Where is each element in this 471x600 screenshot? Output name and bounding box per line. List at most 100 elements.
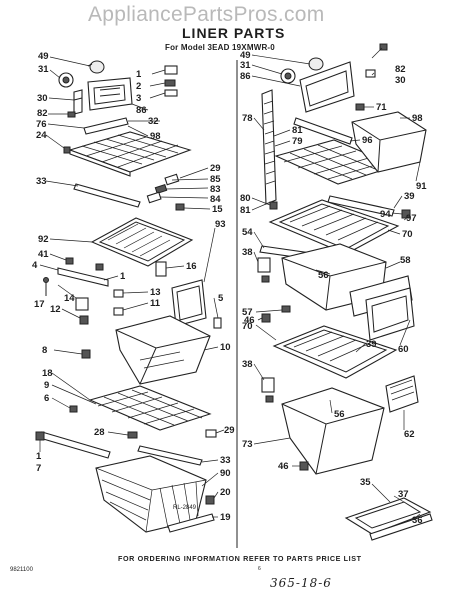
hinge-38b-part (261, 377, 275, 403)
callout-number: 16 (186, 261, 197, 272)
callout-number: 56 (334, 409, 345, 420)
clip-57-46-parts (261, 305, 291, 323)
crisper-pan-10-part (115, 315, 211, 385)
trim-33b-part (137, 445, 203, 466)
callout-number: 70 (402, 229, 413, 240)
callout-number: 80 (240, 193, 251, 204)
glide-28-29-parts (127, 429, 217, 439)
callout-number: 71 (376, 102, 387, 113)
vertical-shelf-rail-part (261, 89, 277, 205)
callout-number: 38 (242, 247, 253, 258)
callout-number: 81 (292, 125, 303, 136)
callout-number: 70 (242, 321, 253, 332)
callout-number: 39 (404, 191, 415, 202)
callout-number: 92 (38, 234, 49, 245)
callout-number: 9 (44, 380, 50, 391)
shelf-rail-part (69, 149, 131, 177)
support-16-part (155, 261, 167, 277)
callout-number: 85 (210, 174, 221, 185)
callout-number: 98 (412, 113, 423, 124)
callout-number: 24 (36, 130, 47, 141)
callout-number: 11 (150, 298, 161, 309)
crisper-cover-93-part (171, 279, 207, 327)
right-clips-part (355, 43, 388, 111)
thermostat-knob-part (164, 65, 178, 97)
callout-number: 60 (398, 344, 409, 355)
lower-glass-shelf-part (272, 325, 398, 379)
callout-number: 73 (242, 439, 253, 450)
watermark-text: AppliancePartsPros.com (88, 3, 325, 26)
callout-number: 78 (242, 113, 253, 124)
light-socket-part (58, 72, 74, 88)
clip-5-part (213, 317, 222, 329)
drawer-front-60-part (365, 287, 415, 341)
callout-number: 82 (395, 64, 406, 75)
diagram-title: LINER PARTS (182, 25, 286, 41)
illustration-reference: RL-2849 (173, 505, 197, 511)
callout-number: 1 (136, 69, 142, 80)
callout-number: 49 (38, 51, 49, 62)
small-mark: 6 (258, 566, 261, 572)
upper-wire-shelf-part (63, 131, 192, 173)
clip-82-part (67, 111, 76, 118)
lower-wire-shelf-part (88, 385, 212, 431)
callout-number: 17 (34, 299, 45, 310)
callout-number: 46 (244, 315, 255, 326)
bracket-96-part (293, 117, 353, 145)
callout-number: 31 (240, 60, 251, 71)
callout-number: 62 (404, 429, 415, 440)
callout-number: 56 (318, 270, 329, 281)
cover-panel-35-37-part (344, 497, 432, 535)
leader-lines (39, 47, 421, 521)
callout-number: 29 (224, 425, 235, 436)
callout-number: 28 (94, 427, 105, 438)
handwritten-note: 365-18-6 (270, 576, 332, 590)
callout-number: 33 (220, 455, 231, 466)
rail-bracket-part (57, 257, 109, 287)
callout-number: 12 (50, 304, 61, 315)
callout-number: 35 (360, 477, 371, 488)
callout-number: 79 (292, 136, 303, 147)
drawer-front-62-part (385, 375, 419, 413)
hinge-14-12-part (75, 297, 89, 325)
callout-number: 82 (37, 108, 48, 119)
callout-number: 30 (37, 93, 48, 104)
light-shield-part (73, 89, 83, 115)
right-light-bulb-part (308, 57, 324, 71)
callout-number: 18 (42, 368, 53, 379)
ordering-note: FOR ORDERING INFORMATION REFER TO PARTS … (118, 554, 362, 563)
glass-shelf-70-part (268, 199, 400, 255)
callout-number: 5 (218, 293, 224, 304)
callout-number: 3 (136, 93, 142, 104)
callout-number: 96 (362, 135, 373, 146)
callout-number: 7 (36, 463, 42, 474)
light-bulb-part (87, 60, 105, 74)
callout-number: 49 (240, 50, 251, 61)
trim-strip-33-part (73, 183, 141, 208)
callout-number: 41 (38, 249, 49, 260)
callout-number: 13 (150, 287, 161, 298)
callout-number: 81 (240, 205, 251, 216)
callout-number: 1 (36, 451, 42, 462)
callout-number: 91 (416, 181, 427, 192)
callout-number: 1 (120, 271, 126, 282)
right-control-housing-part (299, 61, 355, 113)
callout-number: 10 (220, 342, 231, 353)
model-subtitle: For Model 3EAD 19XMWR-0 (165, 43, 275, 52)
clip-13-11-parts (113, 289, 124, 316)
right-light-socket-part (280, 68, 296, 84)
callout-number: 76 (36, 119, 47, 130)
crisper-drawer-73-part (281, 387, 385, 475)
callout-number: 36 (412, 515, 423, 526)
callout-number: 37 (398, 489, 409, 500)
lower-rail-part (35, 431, 111, 459)
clip-8-part (81, 349, 91, 359)
callout-number: 57 (242, 307, 253, 318)
hinge-38-part (257, 257, 271, 283)
control-housing-part (87, 77, 133, 111)
callout-number: 2 (136, 81, 142, 92)
callout-number: 86 (136, 105, 147, 116)
callout-number: 98 (150, 131, 161, 142)
clip-46b-part (299, 461, 309, 471)
